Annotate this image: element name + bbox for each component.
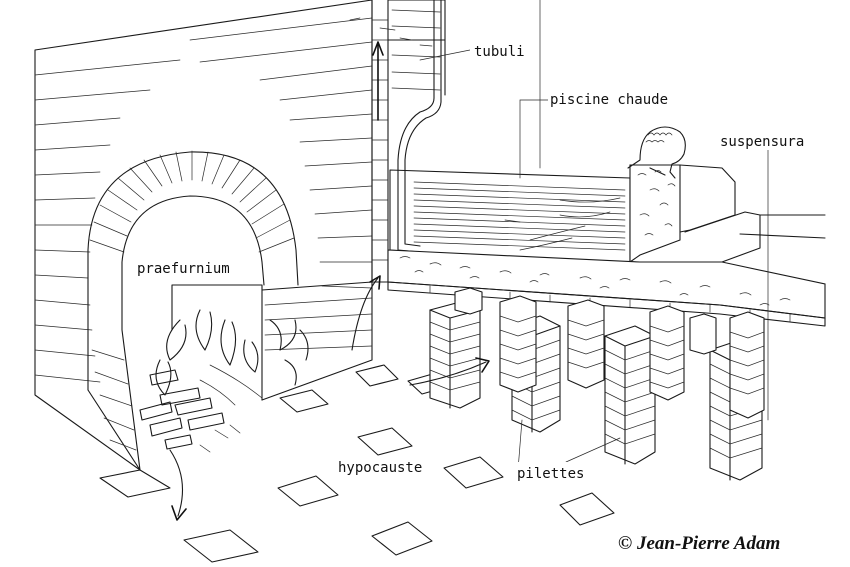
pilette xyxy=(689,313,717,355)
label-suspensura: suspensura xyxy=(720,134,804,150)
furnace-wall xyxy=(34,0,373,471)
fire-flames xyxy=(139,309,309,521)
leader-lines xyxy=(419,0,769,471)
pilette xyxy=(429,301,481,409)
tubuli-wall xyxy=(349,0,446,351)
copyright-notice: © Jean-Pierre Adam xyxy=(618,533,780,554)
floor-tiles xyxy=(99,364,615,563)
label-piscine-chaude: piscine chaude xyxy=(550,92,668,108)
label-pilettes: pilettes xyxy=(517,466,584,482)
pilette xyxy=(729,311,765,419)
hot-pool xyxy=(387,126,826,327)
pilette xyxy=(604,325,656,465)
pilette xyxy=(499,295,537,393)
label-praefurnium: praefurnium xyxy=(137,261,230,277)
pilette xyxy=(454,287,483,315)
pilette xyxy=(649,305,685,401)
pilettes xyxy=(409,287,765,481)
label-tubuli: tubuli xyxy=(474,44,525,60)
labels: tubuli piscine chaude suspensura praefur… xyxy=(134,40,818,554)
label-hypocauste: hypocauste xyxy=(338,460,422,476)
pilette xyxy=(567,299,605,389)
